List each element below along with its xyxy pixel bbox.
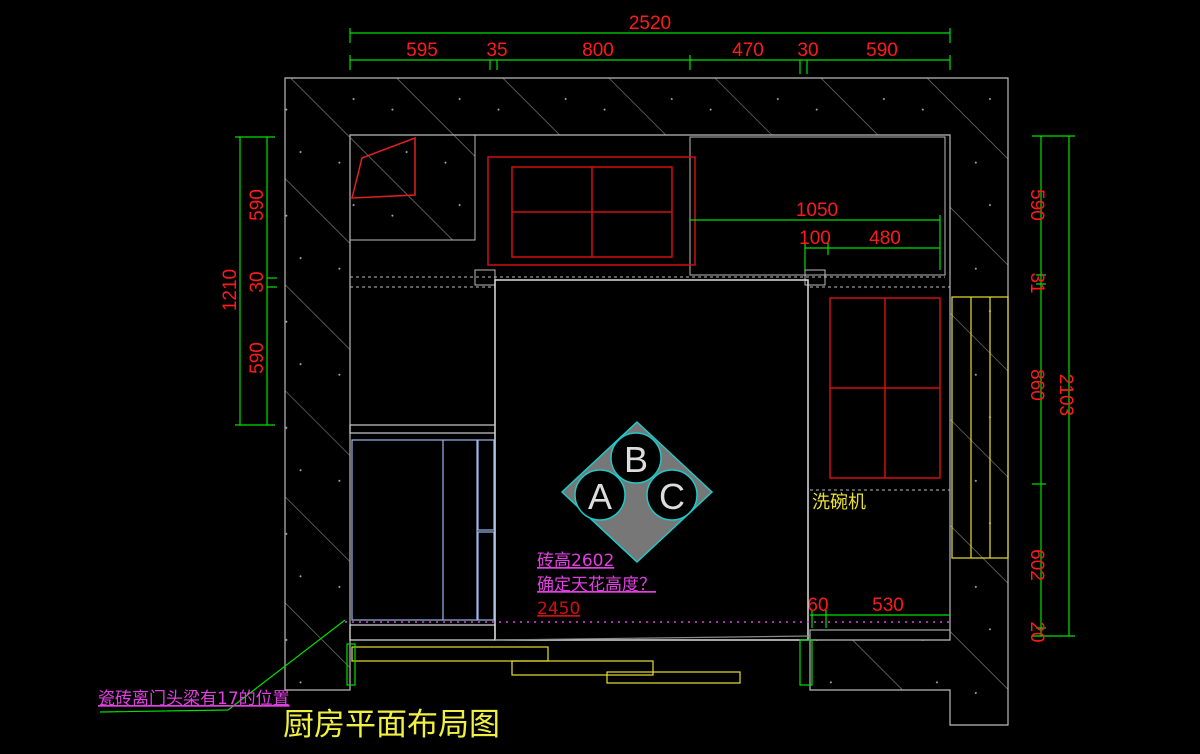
dim-right-2: 31 <box>1026 272 1047 293</box>
symbol-label-c: C <box>659 476 685 517</box>
dim-top-5: 30 <box>797 40 818 61</box>
cabinet-outlines <box>349 136 950 491</box>
dim-right-3: 860 <box>1026 369 1047 401</box>
dim-left-total: 1210 <box>220 269 241 311</box>
dim-hood-offset: 1050 <box>796 200 838 221</box>
corner-column <box>349 134 476 241</box>
central-frame <box>494 279 809 641</box>
tall-cabinet <box>951 296 1009 559</box>
note-ceiling-question: 确定天花高度？ <box>537 575 656 595</box>
symbol-label-a: A <box>588 476 612 517</box>
top-dimensions <box>349 28 951 74</box>
dim-total-width: 2520 <box>629 13 671 34</box>
dishwasher <box>829 297 941 479</box>
symbol-label-b: B <box>624 439 648 480</box>
right-dimensions <box>1032 135 1075 637</box>
dim-left-3: 590 <box>247 342 268 374</box>
dim-inner-c: 60 <box>807 595 828 616</box>
dim-inner-b: 480 <box>869 228 901 249</box>
dim-top-2: 35 <box>486 40 507 61</box>
note-leader-line <box>99 619 346 713</box>
dim-inner-d: 530 <box>872 595 904 616</box>
dim-top-1: 595 <box>406 40 438 61</box>
abc-symbol: A B C <box>560 420 714 564</box>
left-dimensions <box>235 136 277 426</box>
dim-right-5: 20 <box>1026 621 1047 642</box>
inner-dim-lines <box>690 215 950 628</box>
note-ceiling-value: 2450 <box>537 599 580 619</box>
corner-marker <box>351 136 416 199</box>
dim-top-3: 800 <box>582 40 614 61</box>
note-tile-height: 砖高2602 <box>537 551 614 571</box>
dim-left-1: 590 <box>247 189 268 221</box>
dim-inner-a: 100 <box>799 228 831 249</box>
range-hood <box>487 156 696 266</box>
drawing-title: 厨房平面布局图 <box>283 707 500 743</box>
dim-right-1: 590 <box>1026 189 1047 221</box>
dim-top-6: 590 <box>866 40 898 61</box>
left-fridge <box>349 424 496 621</box>
note-beam: 瓷砖离门头梁有17的位置 <box>98 689 290 709</box>
dim-right-total: 2103 <box>1055 374 1076 416</box>
dim-right-4: 602 <box>1026 549 1047 581</box>
dim-left-2: 30 <box>247 271 268 292</box>
dishwasher-label: 洗碗机 <box>812 492 866 513</box>
dim-top-4: 470 <box>732 40 764 61</box>
door-steps <box>346 624 951 686</box>
